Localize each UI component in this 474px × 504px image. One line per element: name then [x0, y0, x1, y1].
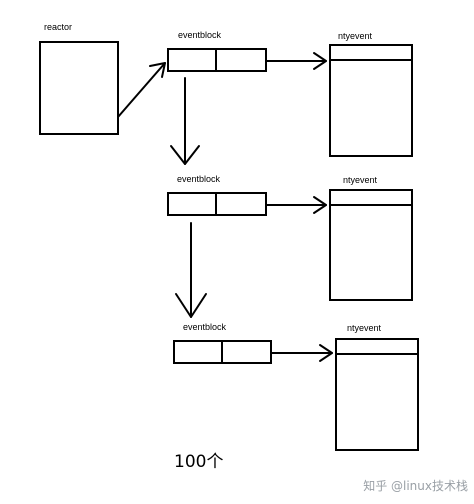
eventblock-3 — [173, 340, 272, 364]
eventblock-label-2: eventblock — [177, 174, 221, 184]
ntyevent-3 — [335, 338, 419, 451]
ntyevent-label-2: ntyevent — [343, 175, 378, 185]
eventblock-to-ntyevent-arrow-1 — [265, 52, 327, 70]
eventblock-2 — [167, 192, 267, 216]
reactor-label: reactor — [44, 22, 72, 32]
eventblock-down-arrow-1 — [170, 77, 200, 165]
reactor-to-eventblock-arrow — [117, 62, 166, 118]
count-label: 100个 — [174, 452, 223, 472]
ntyevent-1 — [329, 44, 413, 157]
reactor-box — [39, 41, 119, 135]
eventblock-down-arrow-2 — [175, 222, 207, 318]
eventblock-label-3: eventblock — [183, 322, 227, 332]
ntyevent-label-3: ntyevent — [347, 323, 382, 333]
eventblock-to-ntyevent-arrow-3 — [270, 344, 333, 362]
ntyevent-2 — [329, 189, 413, 301]
eventblock-label-1: eventblock — [178, 30, 222, 40]
ntyevent-label-1: ntyevent — [338, 31, 373, 41]
watermark: 知乎 @linux技术栈 — [363, 478, 468, 493]
eventblock-to-ntyevent-arrow-2 — [265, 196, 327, 214]
eventblock-1 — [167, 48, 267, 72]
